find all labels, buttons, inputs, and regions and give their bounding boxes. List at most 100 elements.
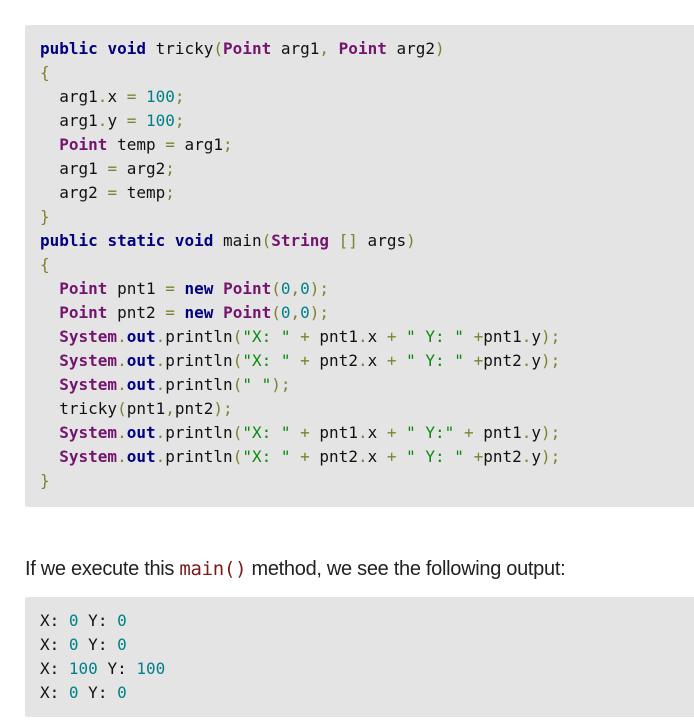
code-token (40, 303, 59, 322)
code-token: ( (232, 447, 243, 466)
code-token: . (521, 447, 532, 466)
code-token: tricky (145, 39, 214, 58)
code-token: . (155, 327, 166, 346)
code-token: Point (59, 279, 108, 298)
code-token: + (300, 423, 310, 442)
code-token: . (97, 87, 108, 106)
code-token: . (357, 447, 368, 466)
code-token: y (531, 351, 542, 370)
code-token: " Y: " (406, 327, 464, 346)
inline-code-main: main() (179, 558, 246, 580)
code-token: Point (59, 135, 108, 154)
code-token: out (126, 327, 156, 346)
code-token: . (155, 423, 166, 442)
code-token: println (165, 423, 233, 442)
code-token: + (473, 351, 484, 370)
code-token: println (165, 447, 233, 466)
code-token: Y: (78, 635, 118, 654)
code-token: out (126, 447, 156, 466)
code-line: { (40, 253, 560, 277)
inline-code-parens: () (223, 558, 247, 580)
code-line: Point pnt1 = new Point(0,0); (40, 277, 560, 301)
code-token: + (463, 423, 474, 442)
code-token: main (213, 231, 262, 250)
code-token: ) (435, 39, 445, 58)
code-token: void (107, 39, 146, 58)
code-token (464, 351, 474, 370)
code-line: } (40, 205, 560, 229)
code-token: arg1 (174, 135, 224, 154)
code-token: ); (309, 303, 330, 322)
code-line: System.out.println("X: " + pnt2.x + " Y:… (40, 349, 560, 373)
code-token: ( (232, 423, 243, 442)
code-token: arg1 (40, 159, 108, 178)
code-token (175, 303, 185, 322)
code-token: } (40, 207, 50, 226)
code-token: arg2 (117, 159, 166, 178)
code-token: pnt1 (483, 327, 522, 346)
code-token (213, 303, 223, 322)
code-token: 0 (280, 303, 291, 322)
code-token: Point (59, 303, 108, 322)
code-token: 100 (136, 659, 166, 678)
code-token: pnt2 (309, 447, 358, 466)
code-token: pnt1 (126, 399, 166, 418)
code-token: = (165, 135, 175, 154)
code-token: 0 (280, 279, 291, 298)
code-token: + (473, 447, 484, 466)
code-line: arg1.x = 100; (40, 85, 560, 109)
code-token: . (97, 111, 108, 130)
code-token: [] (338, 231, 358, 250)
code-token: pnt2 (107, 303, 166, 322)
code-token: println (165, 351, 233, 370)
code-token: { (40, 63, 50, 82)
code-token: ( (232, 327, 243, 346)
code-line: } (40, 469, 560, 493)
code-token: new (184, 279, 214, 298)
code-token: 0 (117, 683, 127, 702)
code-token: ( (117, 399, 127, 418)
code-token: . (357, 351, 368, 370)
code-token: + (300, 327, 310, 346)
code-token (40, 423, 59, 442)
code-token (40, 135, 59, 154)
code-token: . (357, 327, 368, 346)
code-token: = (165, 303, 175, 322)
code-token: , (290, 279, 301, 298)
code-token (98, 39, 108, 58)
paragraph-text-before: If we execute this (25, 558, 180, 580)
code-token: X: (40, 635, 69, 654)
code-token: ; (165, 183, 175, 202)
code-token: . (117, 375, 127, 394)
code-line: Point temp = arg1; (40, 133, 560, 157)
code-token: pnt1 (107, 279, 166, 298)
code-token: = (126, 87, 137, 106)
code-token: arg1 (40, 87, 98, 106)
code-token: println (165, 375, 233, 394)
code-token: y (531, 327, 542, 346)
code-token: arg2 (40, 183, 108, 202)
code-token: temp (117, 183, 166, 202)
code-token: " Y: " (406, 351, 464, 370)
code-token: tricky (40, 399, 118, 418)
code-token: ( (232, 375, 243, 394)
code-token (40, 327, 59, 346)
code-token (175, 279, 185, 298)
code-line: System.out.println("X: " + pnt1.x + " Y:… (40, 325, 560, 349)
code-line: System.out.println("X: " + pnt1.x + " Y:… (40, 421, 560, 445)
code-token: } (40, 471, 50, 490)
code-token: "X: " (242, 447, 291, 466)
code-token: 0 (68, 683, 79, 702)
code-token: , (319, 39, 330, 58)
code-token: " Y: " (406, 447, 464, 466)
code-token: 100 (145, 87, 175, 106)
code-token: x (367, 351, 387, 370)
code-token: Y: (78, 683, 118, 702)
code-token (397, 327, 407, 346)
code-line: System.out.println(" "); (40, 373, 560, 397)
code-token: . (117, 327, 127, 346)
code-token (397, 447, 407, 466)
code-token: System (59, 423, 118, 442)
code-token: = (126, 111, 137, 130)
